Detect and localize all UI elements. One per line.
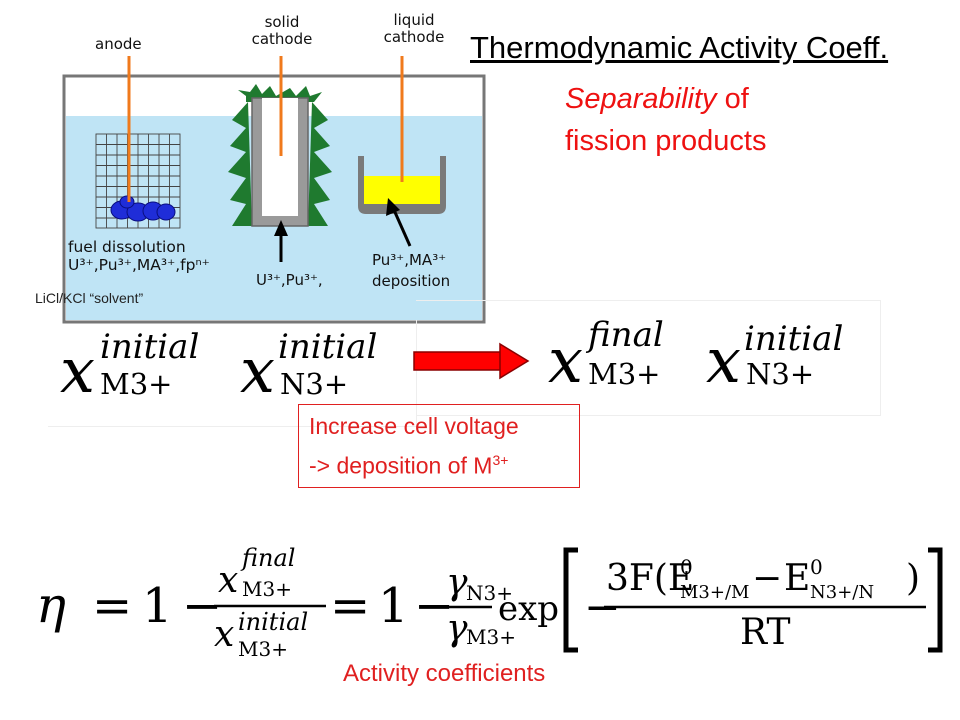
x-m-initial-sup: initial — [100, 327, 199, 367]
x-m-final-symbol: x — [548, 324, 583, 397]
gamma-num: γ — [446, 562, 468, 603]
gamma-num-sub: N3+ — [466, 581, 513, 605]
numerator-prefix: 3F(E — [606, 558, 694, 599]
liquid-ions-line2: deposition — [372, 272, 451, 290]
fuel-line1: fuel dissolution — [68, 238, 186, 256]
x-m-final-sup: final — [585, 315, 664, 355]
fuel-label: fuel dissolution U³⁺,Pu³⁺,MA³⁺,fpⁿ⁺ — [68, 238, 210, 274]
subtitle-line2: fission products — [565, 125, 767, 157]
solid-cathode-label: solid cathode — [242, 14, 322, 48]
gamma-den: γ — [446, 608, 468, 649]
one-2: 1 — [378, 578, 409, 634]
subtitle-of: of — [716, 83, 749, 115]
frac-den-sub: M3+ — [238, 637, 288, 660]
x-m-final-sub: M3+ — [588, 357, 660, 391]
fraction-equations: x initial M3+ x initial N3+ x final M3+ … — [60, 315, 843, 407]
numerator-e: E — [784, 558, 810, 599]
e0-m: 0 — [680, 555, 693, 579]
n-couple: N3+/N — [810, 582, 874, 603]
fuel-line2: U³⁺,Pu³⁺,MA³⁺,fpⁿ⁺ — [68, 256, 210, 274]
slide-subtitle: Separability of fission products — [565, 78, 767, 162]
fuel-pellets — [110, 195, 176, 222]
frac-num-sub: M3+ — [242, 577, 292, 601]
exp-function: exp — [498, 589, 559, 629]
x-n-initial-sup: initial — [278, 327, 377, 367]
cell-drawing — [62, 56, 486, 324]
final-fractions-panel — [416, 300, 881, 416]
x-m-initial-symbol: x — [60, 334, 95, 407]
separation-formula: η = 1 − x final M3+ x initial M3+ = 1 − … — [36, 544, 943, 660]
numerator-close: ) — [906, 558, 920, 599]
liquid-cathode-ions: Pu³⁺,MA³⁺ deposition — [372, 250, 450, 292]
initial-fractions-panel — [48, 320, 417, 427]
eq-1: = — [92, 578, 132, 634]
activity-coefficients-label: Activity coefficients — [343, 660, 546, 687]
voltage-callout: Increase cell voltage -> deposition of M… — [298, 404, 580, 488]
one-1: 1 — [142, 578, 173, 634]
x-n-initial-sub: N3+ — [280, 367, 348, 401]
liquid-cathode-line1: liquid — [393, 11, 435, 29]
eta-symbol: η — [36, 576, 66, 634]
numerator-minus: − — [752, 558, 782, 599]
x-n-initial-right-sub: N3+ — [746, 357, 814, 391]
callout-line2: -> deposition of M3+ — [309, 443, 579, 483]
solvent-label: LiCl/KCl “solvent” — [35, 290, 144, 306]
callout-line2-text: -> deposition of M — [309, 452, 493, 479]
solid-cathode-line2: cathode — [251, 30, 313, 48]
slide-title: Thermodynamic Activity Coeff. — [470, 30, 889, 65]
frac-den-x: x — [214, 614, 234, 655]
liquid-ions-line1: Pu³⁺,MA³⁺ — [372, 251, 447, 269]
e0-n: 0 — [810, 555, 823, 579]
eq-2: = — [330, 578, 370, 634]
x-n-initial-symbol: x — [240, 334, 275, 407]
m-couple: M3+/M — [680, 582, 749, 603]
gamma-den-sub: M3+ — [466, 625, 516, 649]
arrows — [274, 198, 412, 262]
solid-cathode-line1: solid — [264, 13, 300, 31]
frac-den-sup: initial — [238, 608, 308, 636]
denominator: RT — [740, 612, 790, 653]
x-n-initial-right-sup: initial — [744, 319, 843, 359]
transition-arrow — [413, 342, 530, 380]
liquid-cathode-label: liquid cathode — [373, 12, 455, 46]
callout-line1: Increase cell voltage — [309, 413, 519, 439]
cell-diagram: anode solid cathode liquid cathode fuel … — [0, 0, 500, 330]
subtitle-line1: Separability of — [565, 78, 767, 120]
separability-word: Separability — [565, 83, 717, 115]
frac-num-x: x — [218, 560, 238, 601]
x-m-initial-sub: M3+ — [100, 367, 172, 401]
anode-label: anode — [95, 35, 142, 53]
callout-line2-sup: 3+ — [492, 452, 509, 468]
solid-cathode-ions: U³⁺,Pu³⁺, — [256, 271, 323, 289]
x-n-initial-right-symbol: x — [706, 324, 741, 397]
crucible — [358, 156, 446, 214]
frac-num-sup: final — [240, 544, 295, 572]
liquid-cathode-line2: cathode — [383, 28, 445, 46]
